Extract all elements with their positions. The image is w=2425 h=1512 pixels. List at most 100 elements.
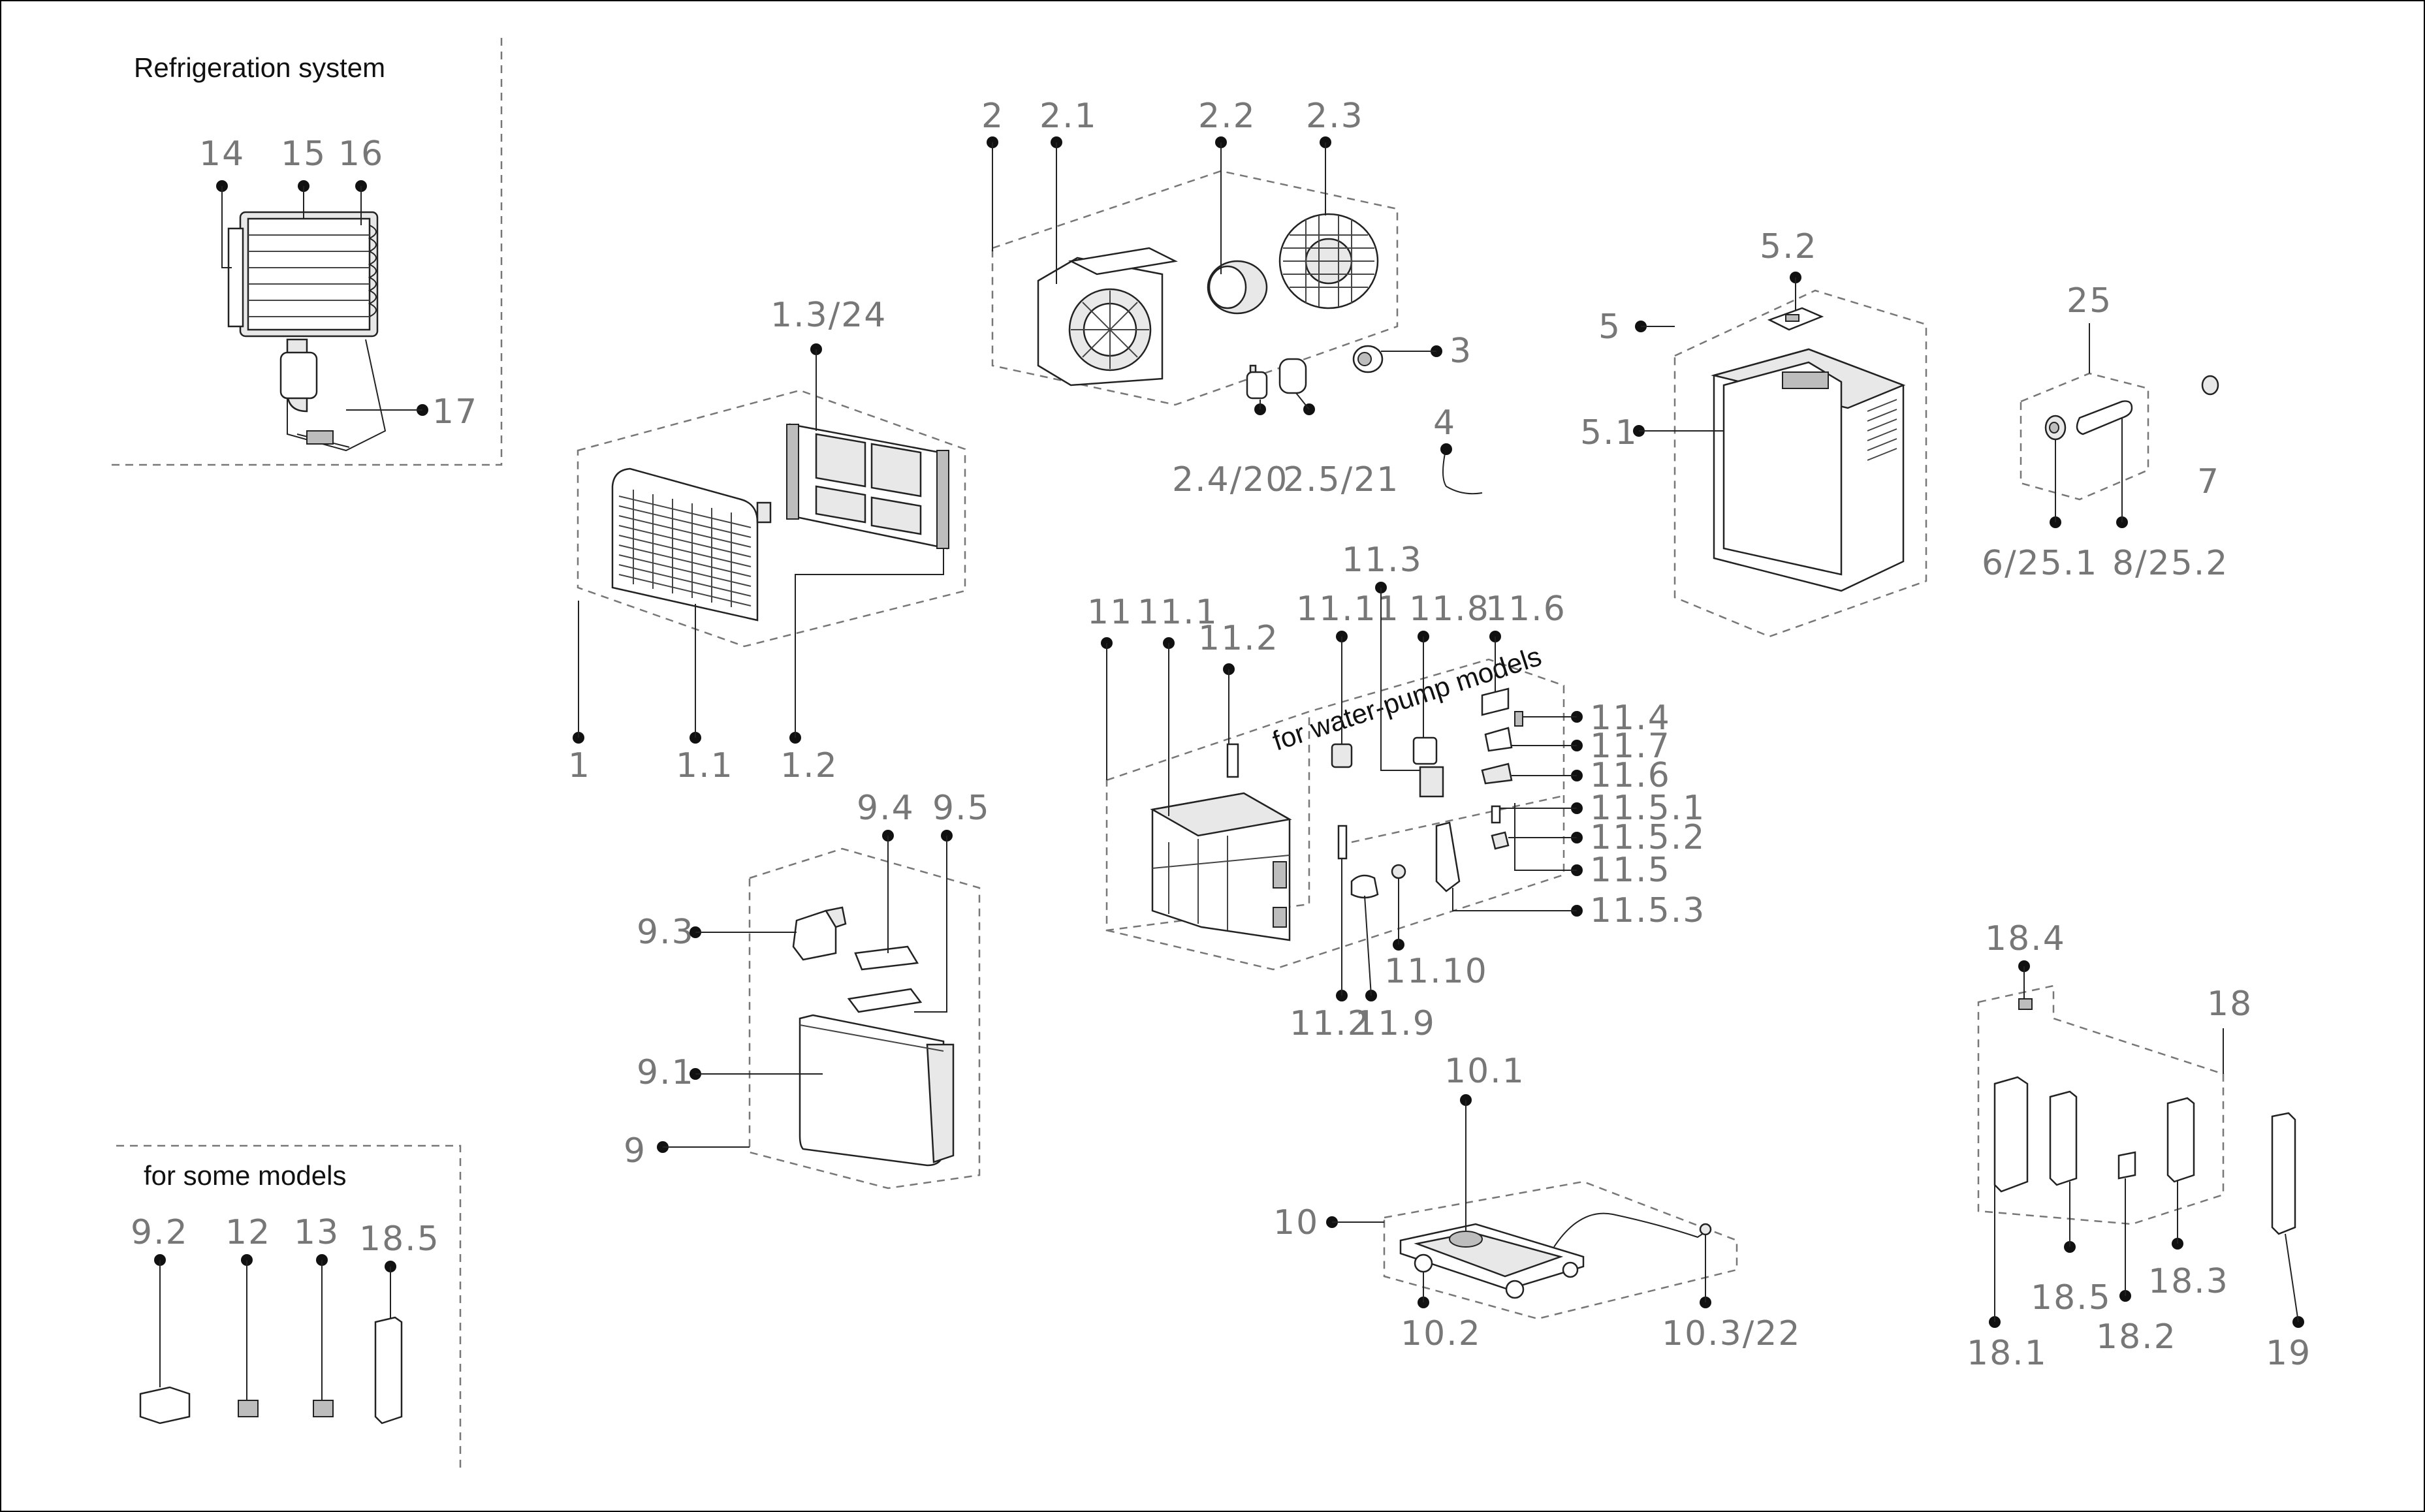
label-10-1: 10.1 [1444, 1052, 1525, 1091]
label-1-1: 1.1 [676, 746, 734, 785]
label-18: 18 [2207, 984, 2253, 1024]
label-1-2: 1.2 [780, 746, 838, 785]
label-11-3: 11.3 [1342, 541, 1423, 580]
optional-parts-group: for some models 9.2 12 13 18.5 [116, 1144, 462, 1472]
front-grille [611, 467, 772, 622]
float-parts [792, 906, 923, 1013]
label-11-5-3: 11.5.3 [1590, 891, 1705, 930]
drain-accessory-group: 25 7 6/25.1 8/25.2 [1982, 281, 2228, 583]
water-tank [799, 1014, 955, 1167]
label-18-1: 18.1 [1967, 1334, 2048, 1373]
label-18-2: 18.2 [2096, 1317, 2177, 1357]
drain-box-outline [2020, 372, 2149, 501]
front-panel-box-outline [577, 389, 966, 648]
label-11-5-1: 11.5.1 [1590, 789, 1705, 828]
rear-cabinet [1711, 348, 1906, 592]
label-11: 11 [1087, 593, 1133, 632]
label-8-25-2: 8/25.2 [2112, 544, 2228, 583]
blower-box-outline [991, 170, 1399, 406]
label-11-11: 11.11 [1296, 590, 1400, 629]
label-12: 12 [225, 1213, 271, 1252]
label-9-2: 9.2 [131, 1213, 189, 1252]
label-5-1: 5.1 [1580, 413, 1638, 452]
label-18-4: 18.4 [1985, 919, 2066, 958]
label-14: 14 [199, 134, 245, 174]
cabinet-box-outline [1673, 289, 1927, 638]
power-cord [1442, 447, 1483, 495]
refrigeration-box-outline [110, 38, 503, 466]
control-housing [1150, 792, 1292, 941]
fan-knob [1352, 345, 1384, 373]
label-4: 4 [1433, 403, 1456, 443]
water-tank-group: 9.4 9.5 9.3 9.1 9 [624, 789, 991, 1189]
label-3: 3 [1450, 332, 1472, 371]
brackets [1993, 998, 2296, 1235]
label-11-2a: 11.2 [1198, 619, 1279, 658]
label-7: 7 [2197, 462, 2220, 501]
refrigeration-system-group: Refrigeration system 14 15 16 17 [110, 38, 503, 466]
label-18-5a: 18.5 [2031, 1278, 2112, 1317]
control-pump-group: for water-pump models 11 11.1 11.2 11.11… [1087, 541, 1705, 1043]
label-9-1: 9.1 [637, 1053, 695, 1092]
label-9-5: 9.5 [932, 789, 991, 828]
label-11-1: 11.1 [1137, 593, 1218, 632]
label-11-9: 11.9 [1355, 1004, 1436, 1043]
label-25: 25 [2067, 281, 2112, 321]
control-box-outline-left [1105, 710, 1310, 932]
drain-cable [1553, 1212, 1712, 1248]
label-11-6a: 11.6 [1485, 590, 1566, 629]
label-11-5-2: 11.5.2 [1590, 818, 1705, 857]
label-5: 5 [1598, 307, 1621, 347]
base-tray [1399, 1223, 1585, 1299]
air-filter [786, 423, 949, 550]
label-2-2: 2.2 [1198, 97, 1256, 136]
label-1: 1 [568, 746, 591, 785]
cabinet-handle [1767, 307, 1824, 331]
bracket-group: 18.4 18 18.1 18.5 18.2 18.3 19 [1967, 919, 2311, 1373]
label-2-3: 2.3 [1306, 97, 1364, 136]
drain-fitting [2044, 415, 2067, 441]
label-15: 15 [281, 134, 326, 174]
label-19: 19 [2266, 1334, 2311, 1373]
label-2: 2 [981, 97, 1004, 136]
label-10-3-22: 10.3/22 [1662, 1314, 1801, 1353]
label-10: 10 [1273, 1203, 1319, 1242]
blower-wheel [1278, 213, 1379, 309]
control-box-inner-line [1351, 795, 1561, 843]
blower-housing [1037, 247, 1178, 386]
blower-group: 2 2.1 2.2 2.3 3 2.4/20 2.5/21 4 [981, 97, 1483, 499]
label-18-3: 18.3 [2148, 1262, 2229, 1301]
label-1-3-24: 1.3/24 [770, 296, 887, 335]
base-group: 10.1 10 10.2 10.3/22 [1273, 1052, 1801, 1353]
label-6-25-1: 6/25.1 [1982, 544, 2098, 583]
some-models-heading: for some models [144, 1160, 346, 1191]
label-17: 17 [432, 392, 478, 432]
optional-parts [139, 1316, 403, 1425]
drain-hose [2076, 400, 2133, 435]
label-13: 13 [294, 1213, 340, 1252]
label-11-8: 11.8 [1409, 590, 1490, 629]
label-2-1: 2.1 [1039, 97, 1098, 136]
label-18-5b: 18.5 [359, 1220, 440, 1259]
drain-cap [2201, 375, 2219, 396]
label-9: 9 [624, 1131, 646, 1171]
water-tank-box-outline [748, 847, 981, 1189]
optional-parts-box-outline [116, 1144, 462, 1472]
front-panel-group: 1.3/24 1 1.1 1.2 [568, 296, 966, 785]
capacitor-parts [1246, 358, 1307, 400]
label-11-7: 11.7 [1590, 727, 1671, 766]
label-11-5: 11.5 [1590, 851, 1671, 890]
bracket-box-outline [1977, 984, 2225, 1225]
label-9-4: 9.4 [857, 789, 915, 828]
label-5-2: 5.2 [1760, 227, 1818, 266]
label-9-3: 9.3 [637, 913, 695, 952]
blower-motor [1207, 260, 1268, 315]
rear-cabinet-group: 5.2 5 5.1 [1580, 227, 1927, 638]
label-2-4-20: 2.4/20 [1172, 460, 1288, 499]
base-box-outline [1383, 1180, 1738, 1320]
evaporator-condenser-coil [227, 211, 387, 452]
label-11-6b: 11.6 [1590, 756, 1671, 795]
